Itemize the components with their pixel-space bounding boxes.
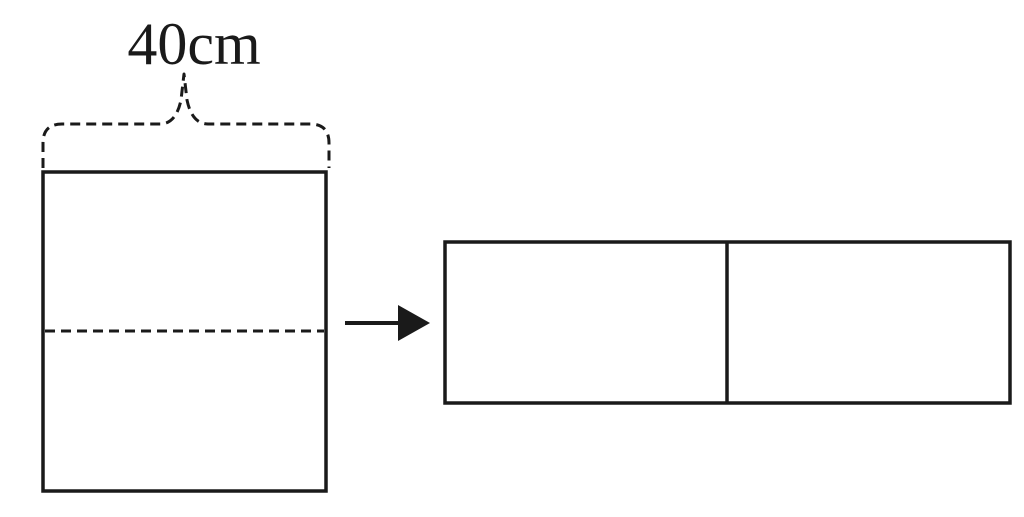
square-sheet: [41, 170, 328, 493]
width-dimension-label: 40cm: [127, 11, 260, 77]
width-brace: [41, 72, 331, 168]
arrow-right-icon: [345, 305, 430, 341]
